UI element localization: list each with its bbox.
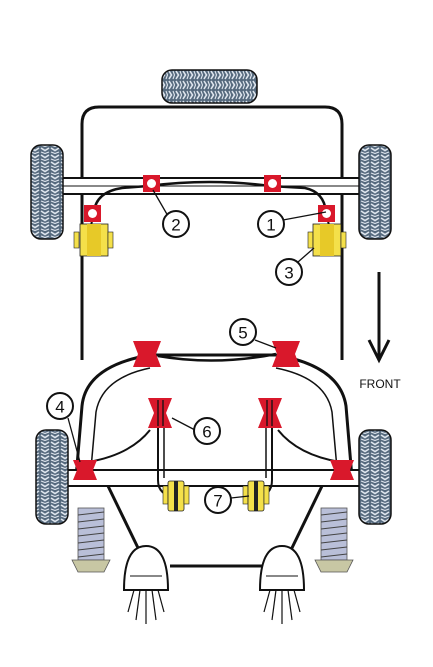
front-yellow-bush-right (307, 223, 347, 257)
callout-4: 4 (46, 392, 74, 420)
rear-diff-bush-left (148, 398, 172, 428)
leader-5 (254, 339, 277, 349)
front-arb-bush-right (264, 175, 281, 192)
callout-2: 2 (162, 210, 190, 238)
callout-7: 7 (204, 486, 232, 514)
callout-6-label: 6 (202, 423, 211, 442)
right-differential-housing (258, 544, 306, 624)
callout-7-label: 7 (213, 492, 222, 511)
front-label: FRONT (359, 377, 401, 391)
front-direction-arrow (367, 272, 391, 364)
rear-subframe-bush-left (133, 341, 161, 367)
rear-arm-bush-right (330, 460, 354, 480)
rear-link-bush-left (162, 480, 190, 512)
callout-1-label: 1 (266, 216, 275, 235)
callout-1: 1 (257, 210, 285, 238)
rear-subframe-inner-right (275, 367, 339, 481)
rear-link-bush-right (242, 480, 270, 512)
leader-2 (152, 189, 169, 217)
rear-trailing-arm-left (87, 429, 151, 463)
front-yellow-bush-left (73, 223, 114, 257)
leader-6 (171, 417, 196, 431)
front-arb-bush-left (143, 175, 160, 192)
front-right-wheel (358, 144, 392, 240)
rear-axle (59, 469, 369, 487)
rear-right-spring (314, 507, 354, 573)
frame-leg-right (288, 485, 324, 553)
rear-subframe-inner (89, 367, 151, 481)
body-outline (80, 105, 344, 360)
leader-3 (297, 247, 315, 263)
rear-crossmember (157, 352, 277, 362)
frame-leg-left (106, 485, 142, 553)
callout-5: 5 (229, 318, 257, 346)
callout-6: 6 (193, 417, 221, 445)
leader-7 (230, 495, 250, 499)
rear-left-wheel (35, 429, 69, 525)
rear-subframe (74, 353, 354, 479)
left-differential-housing (122, 544, 170, 624)
callout-3-label: 3 (284, 264, 293, 283)
front-droplink-bush-left (84, 205, 101, 222)
callout-4-label: 4 (55, 398, 64, 417)
leader-1 (282, 211, 327, 221)
spare-wheel (161, 69, 258, 104)
rear-diff-bush-right (258, 398, 282, 428)
rear-arm-bush-left (73, 460, 97, 480)
rear-trailing-arm-right (277, 429, 341, 463)
leader-4 (67, 417, 81, 463)
front-left-wheel (30, 144, 64, 240)
rear-subframe-bush-right (272, 341, 300, 367)
callout-5-label: 5 (238, 324, 247, 343)
callout-2-label: 2 (171, 216, 180, 235)
front-anti-roll-bar (92, 180, 328, 213)
callout-3: 3 (275, 258, 303, 286)
rear-left-spring (71, 507, 111, 573)
front-droplink-bush-right (318, 205, 335, 222)
rear-right-wheel (358, 429, 392, 525)
